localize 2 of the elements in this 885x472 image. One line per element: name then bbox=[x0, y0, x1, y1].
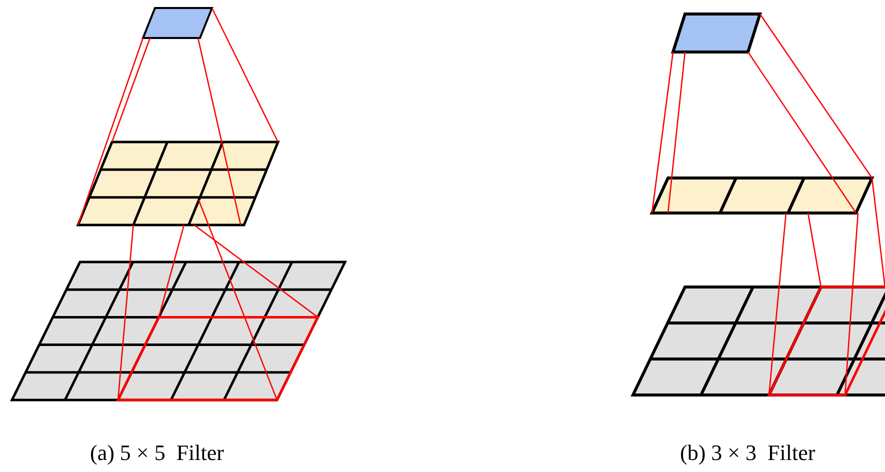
figure-caption: (b) 3 × 3 Filter bbox=[680, 440, 816, 466]
figure-caption: (a) 5 × 5 Filter bbox=[90, 440, 224, 466]
